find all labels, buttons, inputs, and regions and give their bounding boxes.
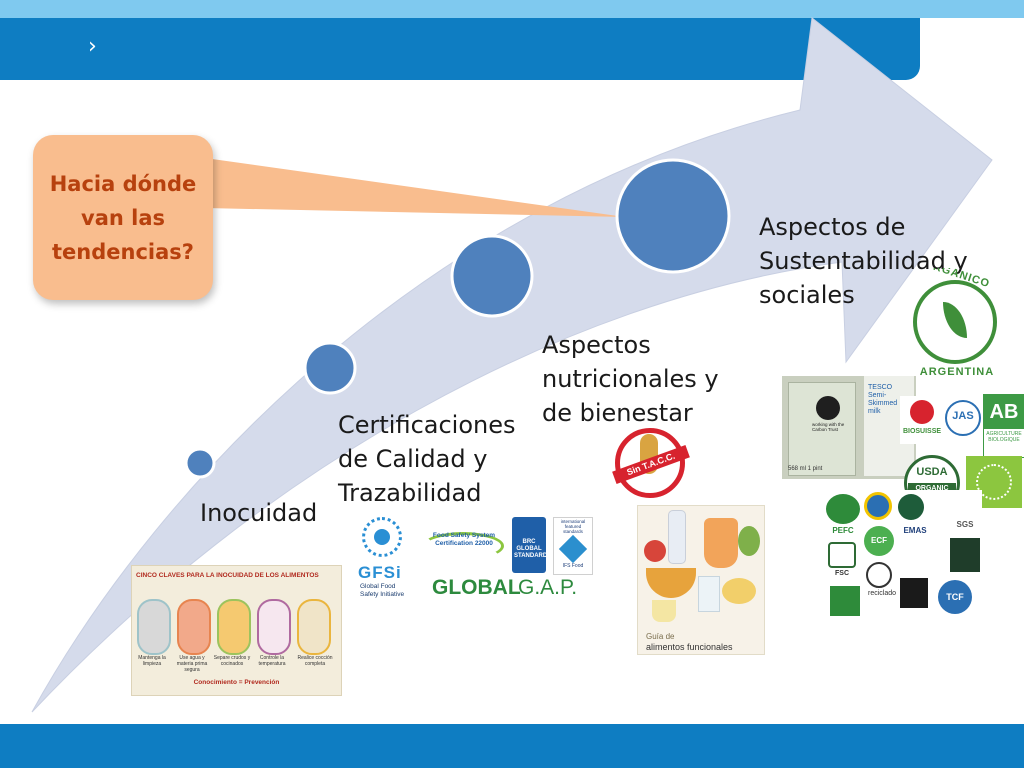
carbon-footprint-icon: [816, 396, 840, 420]
food-glass: [698, 576, 720, 612]
poster-key-label-2: Use agua y materia prima segura: [176, 655, 208, 673]
poster-key-5: [297, 599, 331, 655]
brc-badge: [512, 517, 546, 573]
fssc-text: Food Safety System Certification 22000: [432, 532, 496, 547]
fssc-22000-logo: Food Safety System Certification 22000: [422, 522, 506, 568]
biosuisse-logo: BIOSUISSE: [900, 396, 944, 444]
stage-circle-1: [184, 447, 216, 479]
globalgap-logo: GLOBAL G.A.P.: [432, 574, 598, 606]
usda-text: USDA: [916, 466, 948, 478]
jas-text: JAS: [952, 410, 974, 422]
ab-subtitle: AGRICULTURE BIOLOGIQUE: [986, 431, 1022, 443]
callout-box: Hacia dónde van las tendencias?: [33, 135, 213, 300]
gfsi-logo: GFSi Global Food Safety Initiative: [354, 515, 416, 607]
fsc-tree-logo: [828, 542, 856, 568]
poster-key-label-4: Controle la temperatura: [258, 655, 286, 667]
chevron-right-icon: ›: [88, 34, 97, 59]
globalgap-rest: G.A.P.: [518, 576, 578, 599]
guide-title-line2: alimentos funcionales: [646, 642, 733, 652]
food-fruit-red: [644, 540, 666, 562]
poster-key-label-3: Separe crudos y cocinados: [213, 655, 251, 667]
food-safety-poster: CINCO CLAVES PARA LA INOCUIDAD DE LOS AL…: [131, 565, 342, 696]
usda-organic-band: ORGANIC: [908, 483, 956, 494]
poster-key-2: [177, 599, 211, 655]
header-bar: [0, 18, 920, 80]
poster-key-4: [257, 599, 291, 655]
reciclado-text: reciclado: [867, 590, 896, 597]
fssc-swoosh: [422, 532, 504, 560]
nordic-swan-logo: [898, 494, 924, 520]
milk-label: TESCO Semi-Skimmed milk: [868, 384, 898, 415]
eu-ecolabel-flower: [864, 492, 892, 520]
green-label-square: [830, 586, 860, 616]
tcf-logo: [938, 580, 972, 614]
milk-carton-photo: working with the Carbon Trust TESCO Semi…: [782, 376, 916, 479]
poster-key-label-1: Mantenga la limpieza: [138, 655, 166, 667]
pefc-logo: [826, 494, 860, 524]
globalgap-bold: GLOBAL: [432, 576, 521, 599]
food-cup: [652, 600, 676, 622]
poster-key-label-5: Realice cocción completa: [297, 655, 333, 667]
fsc-label-dark: [950, 538, 980, 572]
carbon-label: working with the Carbon Trust: [812, 422, 845, 432]
ifs-emblem: [558, 534, 588, 564]
gfsi-emblem: [362, 517, 402, 557]
food-jug: [704, 518, 738, 568]
ifs-logo: international featured standards IFS Foo…: [553, 517, 593, 575]
fsc-text: FSC: [835, 570, 849, 577]
food-greens: [738, 526, 760, 556]
footer-bar: [0, 724, 1024, 768]
mobius-dark-logo: [900, 578, 928, 608]
stage-label-certificaciones: Certificaciones de Calidad y Trazabilida…: [338, 411, 516, 507]
ecf-logo: [864, 526, 894, 556]
poster-footer: Conocimiento = Prevención: [193, 679, 280, 686]
gfsi-wordmark: GFSi: [358, 563, 402, 582]
jas-logo: JAS: [943, 398, 983, 440]
guide-title-line1: Guía de: [646, 632, 675, 641]
biosuisse-emblem: [910, 400, 934, 424]
stage-circle-4: [615, 158, 731, 274]
eu-leaf-stars: [976, 464, 1012, 500]
poster-title: CINCO CLAVES PARA LA INOCUIDAD DE LOS AL…: [136, 572, 319, 579]
milk-size: 568 ml 1 pint: [788, 466, 823, 472]
biosuisse-text: BIOSUISSE: [902, 428, 942, 435]
stage-label-sustentabilidad: Aspectos de Sustentabilidad y sociales: [759, 213, 968, 309]
pefc-text: PEFC: [832, 526, 854, 535]
sin-tacc-logo: Sin T.A.C.C.: [612, 428, 690, 500]
ecf-text: ECF: [871, 536, 887, 545]
tcf-text: TCF: [946, 592, 964, 602]
ifs-text: international featured standards: [560, 519, 586, 534]
header-top-strip: [0, 0, 1024, 18]
stage-label-inocuidad: Inocuidad: [200, 499, 318, 527]
stage-label-nutricionales: Aspectos nutricionales y de bienestar: [542, 331, 719, 427]
eco-labels-collage: PEFC ECF EMAS SGS FSC reciclado TCF: [826, 490, 982, 622]
gfsi-subtitle: Global Food Safety Initiative: [360, 583, 405, 598]
stage-circle-3: [450, 234, 534, 318]
organico-argentina-logo: ORGANICO ARGENTINA: [907, 268, 1003, 386]
recycle-icon: [866, 562, 892, 588]
jas-circle: [945, 400, 981, 436]
brc-logo: BRC GLOBAL STANDARDS: [511, 517, 547, 573]
emas-text: EMAS: [903, 526, 927, 535]
callout-pointer: [205, 158, 625, 217]
poster-key-1: [137, 599, 171, 655]
sgs-text: SGS: [956, 520, 974, 529]
poster-key-3: [217, 599, 251, 655]
ifs-subtitle: IFS Food: [562, 563, 584, 569]
callout-text: Hacia dónde van las tendencias?: [49, 171, 197, 264]
stage-circle-2: [303, 341, 357, 395]
brc-text: BRC GLOBAL STANDARDS: [514, 539, 547, 559]
food-plate: [722, 578, 756, 604]
food-bottle: [668, 510, 686, 564]
organico-bottom-text: ARGENTINA: [919, 366, 995, 378]
functional-food-guide: Guía de alimentos funcionales: [637, 505, 765, 655]
ab-text: AB: [984, 395, 1024, 429]
ab-logo: AB AGRICULTURE BIOLOGIQUE: [983, 394, 1024, 458]
food-cereal-bowl: [646, 568, 696, 598]
